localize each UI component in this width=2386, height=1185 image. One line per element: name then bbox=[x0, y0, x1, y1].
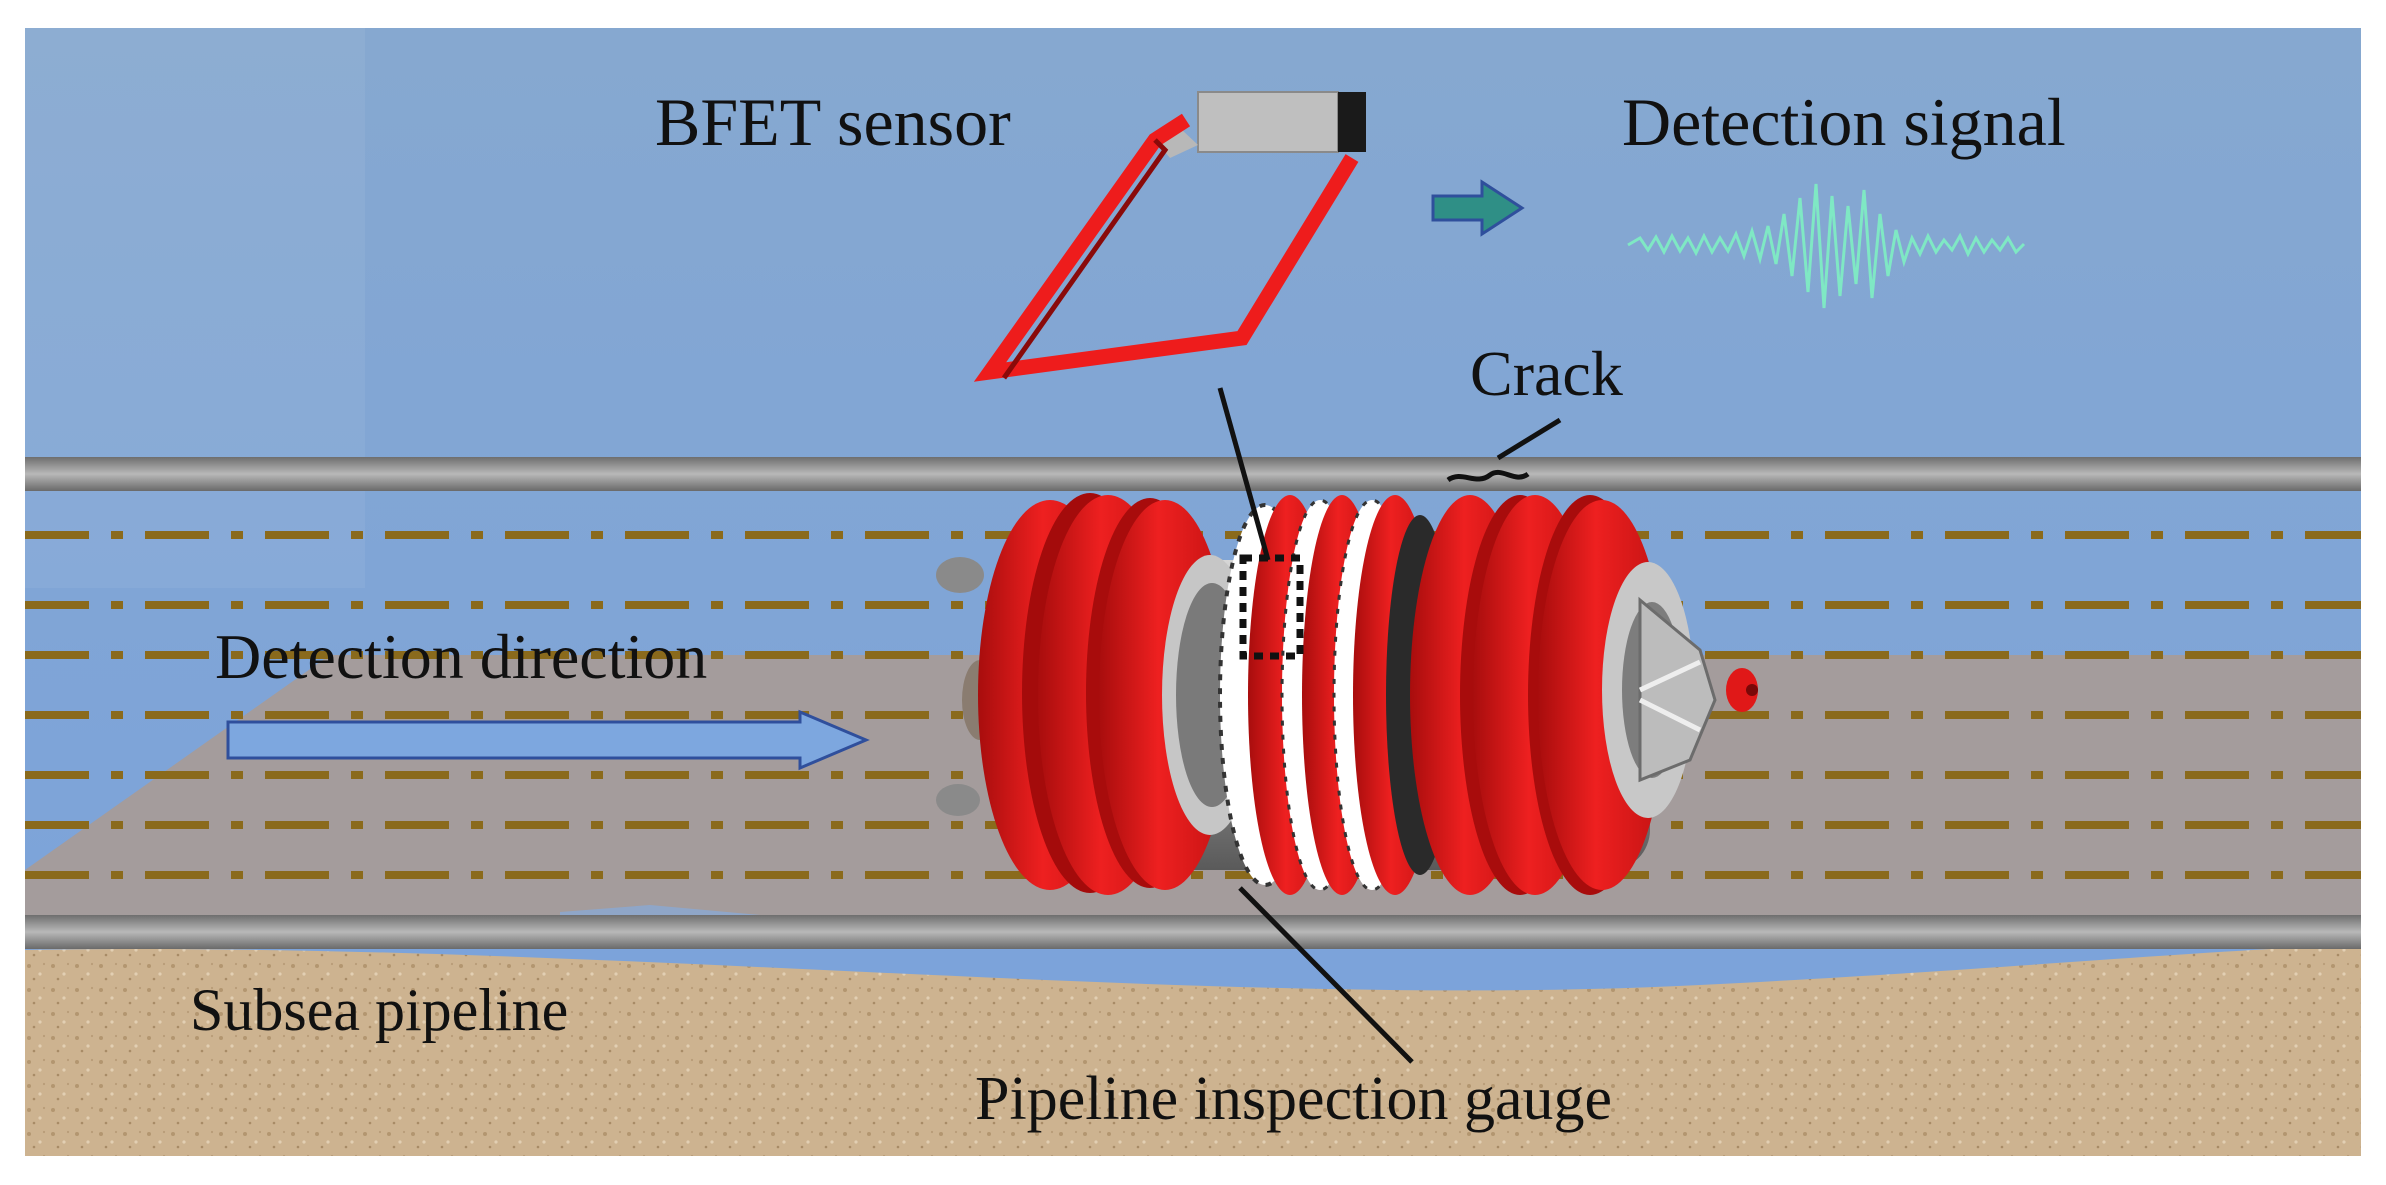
sensor-highlight-box bbox=[1239, 554, 1304, 660]
signal-arrow bbox=[1431, 179, 1525, 237]
gauge-leader-line bbox=[1238, 886, 1414, 1064]
crack-mark bbox=[1446, 469, 1530, 483]
pipeline-inspection-gauge bbox=[936, 493, 1758, 895]
subsea-pipeline-label: Subsea pipeline bbox=[190, 977, 569, 1043]
water-shade-panel bbox=[25, 28, 365, 588]
crack-label: Crack bbox=[1470, 338, 1623, 409]
seabed-pipe-shadow bbox=[560, 905, 760, 915]
sensor-leader-line bbox=[1217, 387, 1271, 561]
detection-signal-label: Detection signal bbox=[1622, 84, 2066, 160]
seabed bbox=[25, 945, 2361, 1156]
detection-direction-label: Detection direction bbox=[215, 621, 708, 692]
pipe-top-wall bbox=[25, 457, 2361, 491]
pipeline-inspection-gauge-label: Pipeline inspection gauge bbox=[975, 1065, 1613, 1133]
detection-direction-arrow bbox=[226, 709, 870, 771]
crack-leader-line bbox=[1496, 417, 1562, 461]
bfet-sensor-label: BFET sensor bbox=[655, 84, 1011, 160]
bfet-sensor-icon bbox=[973, 91, 1366, 382]
pipe-bottom-wall bbox=[25, 915, 2361, 949]
detection-signal-waveform bbox=[1627, 183, 2026, 309]
